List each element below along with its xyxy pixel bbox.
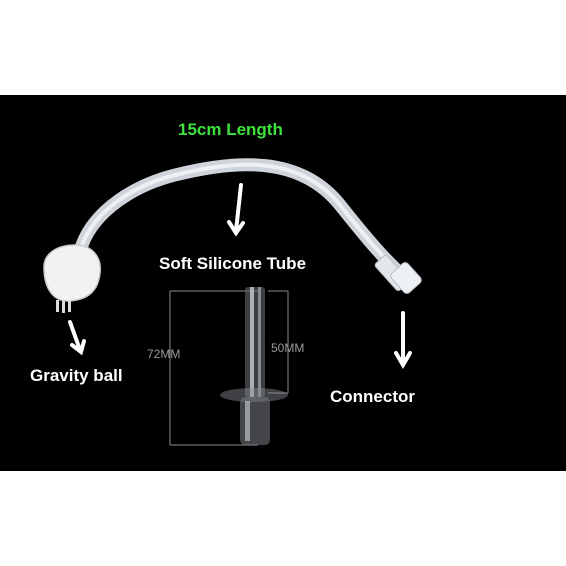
dimension-lines [169,290,289,446]
gravity-ball-part [43,244,101,313]
product-photo: 15cm Length Soft Silicone Tube Gravity b… [0,95,566,471]
length-title: 15cm Length [178,120,283,139]
arrow-down-icon [227,183,245,237]
silicone-tube-highlight [80,162,402,275]
gravity-ball-label: Gravity ball [30,366,123,385]
connector-part [374,255,422,294]
arrow-down-icon [68,320,86,356]
straw-valve-part [220,287,288,445]
arrow-down-icon [394,311,412,369]
dimension-label-straw: 50MM [271,341,305,355]
connector-label: Connector [330,387,415,406]
straw-illustration [43,158,422,446]
tube-label: Soft Silicone Tube [159,254,307,273]
dimension-label-total: 72MM [147,347,181,361]
